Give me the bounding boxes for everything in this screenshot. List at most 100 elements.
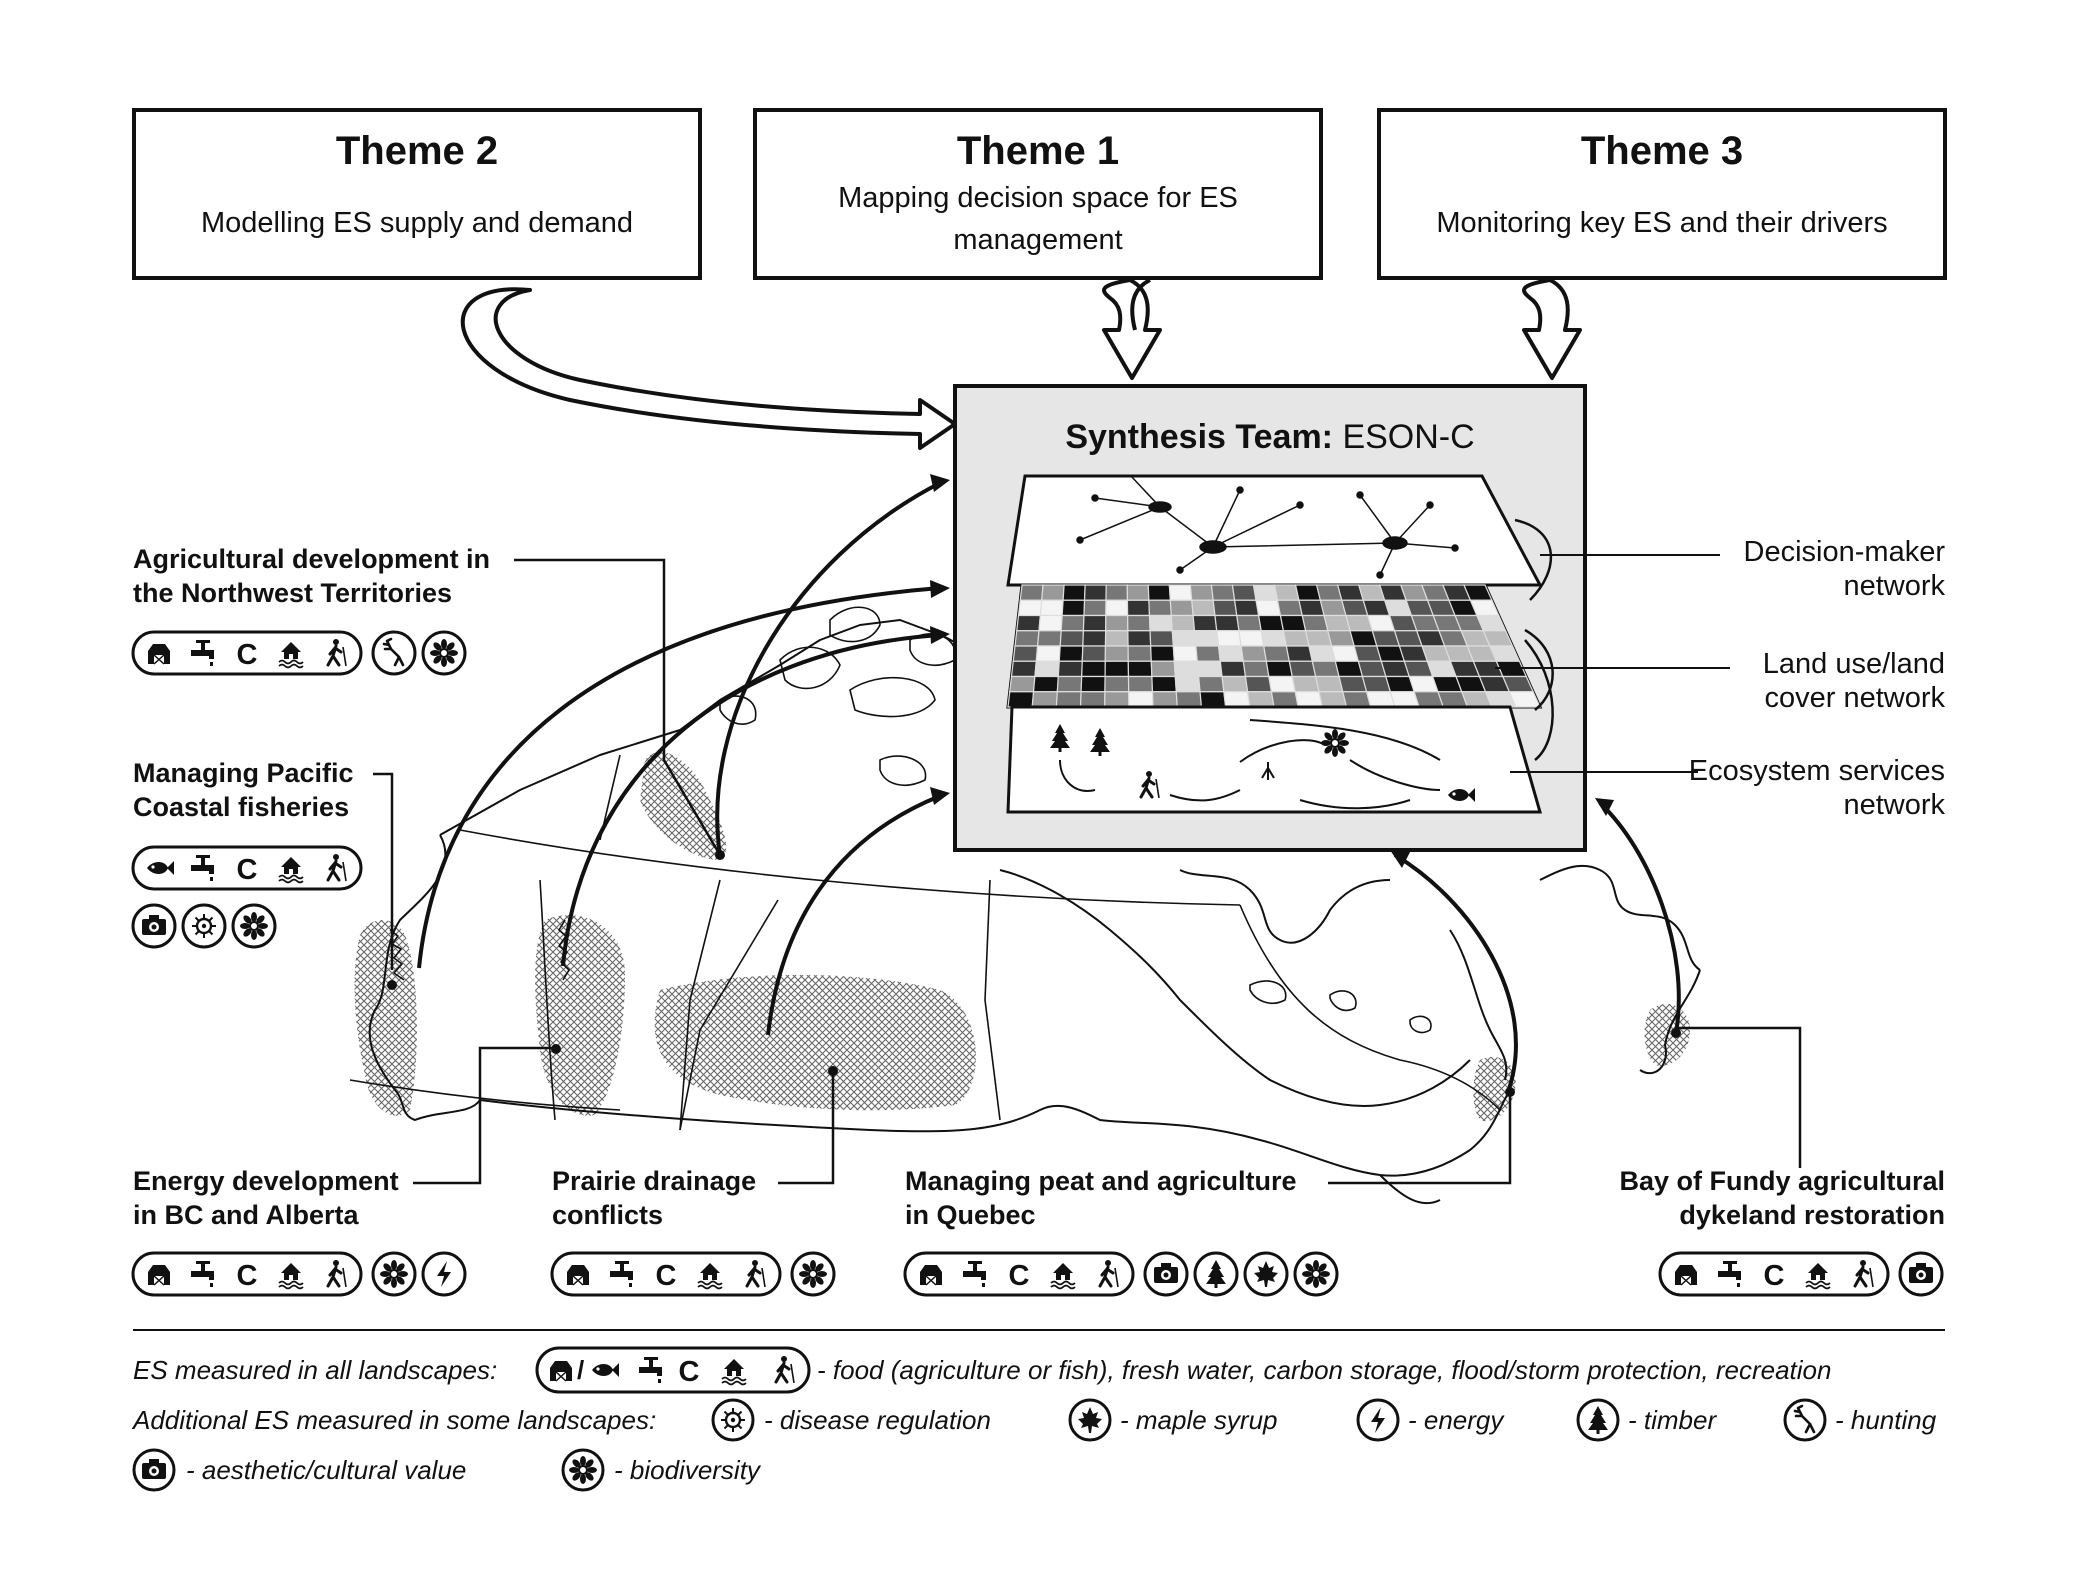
food-agriculture-icon (919, 1264, 943, 1286)
land-cover-cell (1031, 691, 1058, 708)
land-cover-cell (1244, 675, 1273, 693)
land-cover-cell (1128, 691, 1154, 708)
core-es-pill (131, 845, 363, 891)
land-cover-cell (1308, 645, 1337, 662)
theme-description: Mapping decision space for ES (838, 182, 1238, 214)
svg-text:Prairie drainage: Prairie drainage (552, 1166, 756, 1196)
land-cover-cell (1168, 584, 1193, 601)
land-cover-cell (1282, 630, 1310, 647)
food-agriculture-icon (566, 1264, 590, 1286)
land-cover-cell (1082, 614, 1107, 632)
food-agriculture-icon (147, 643, 171, 665)
carbon-storage-icon: C (656, 1260, 677, 1292)
carbon-storage-icon: C (1009, 1260, 1030, 1292)
land-cover-cell (1223, 691, 1251, 708)
disease-regulation-icon (719, 1406, 747, 1434)
land-cover-cell (1150, 660, 1176, 678)
land-cover-cell (1151, 691, 1178, 708)
land-cover-cell (1291, 675, 1320, 693)
land-cover-cell (1126, 599, 1151, 617)
core-es-pill (131, 1251, 363, 1297)
landscape-nwt: Agricultural development in the Northwes… (131, 544, 490, 676)
decision-maker-layer (1006, 474, 1543, 587)
svg-text:Coastal fisheries: Coastal fisheries (133, 792, 349, 822)
map-gridline (349, 1079, 621, 1111)
svg-text:in Quebec: in Quebec (905, 1200, 1036, 1230)
arrowheads (930, 474, 1614, 868)
svg-text:conflicts: conflicts (552, 1200, 663, 1230)
svg-text:Managing peat and agriculture: Managing peat and agriculture (905, 1166, 1297, 1196)
land-cover-cell (1127, 645, 1152, 662)
theme-description: Monitoring key ES and their drivers (1436, 207, 1887, 239)
land-cover-cell (1058, 645, 1084, 662)
land-cover-cell (1198, 675, 1225, 693)
carbon-storage-icon: C (237, 639, 258, 671)
land-cover-cell (1270, 691, 1299, 708)
land-cover-cell (1212, 599, 1238, 617)
land-cover-cell (1127, 614, 1151, 632)
land-cover-cell (1059, 630, 1085, 647)
land-cover-cell (1014, 630, 1040, 647)
crop-icon (1261, 762, 1275, 780)
legend-text: Additional ES measured in some landscape… (131, 1405, 656, 1435)
biodiversity-icon (568, 1455, 598, 1485)
land-cover-cell (1238, 630, 1265, 647)
legend: ES measured in all landscapes: / C - foo… (131, 1346, 1937, 1492)
land-cover-cell (1172, 645, 1198, 662)
land-cover-cell (1104, 691, 1130, 708)
land-cover-cell (1062, 584, 1086, 601)
province-border (679, 879, 721, 1131)
great-lakes (1249, 980, 1432, 1034)
land-cover-cell (1039, 599, 1064, 617)
biodiversity-icon (379, 1259, 409, 1289)
legend-text: ES measured in all landscapes: (133, 1355, 497, 1385)
legend-text: - aesthetic/cultural value (186, 1455, 466, 1485)
svg-text:/: / (577, 1355, 584, 1385)
land-cover-cell (1127, 660, 1153, 678)
legend-text: - disease regulation (764, 1405, 991, 1435)
land-cover-cell (1081, 660, 1106, 678)
theme-title: Theme 2 (336, 129, 498, 173)
land-cover-cell (1276, 599, 1304, 617)
land-cover-cell (1016, 614, 1041, 632)
theme-2-box: Theme 2 Modelling ES supply and demand (132, 108, 702, 280)
land-cover-cell (1010, 660, 1037, 678)
province-border (679, 899, 779, 1131)
land-cover-cell (1105, 584, 1129, 601)
land-cover-cell (1311, 660, 1340, 678)
theme-description: management (953, 224, 1122, 256)
land-cover-cell (1012, 645, 1039, 662)
land-cover-cell (1083, 599, 1107, 617)
land-cover-cell (1285, 645, 1314, 662)
theme-arrows (460, 278, 1582, 450)
carbon-storage-icon: C (237, 1260, 258, 1292)
bee-icon (1320, 728, 1350, 758)
land-cover-cell (1192, 614, 1218, 632)
theme-3-arrow (1522, 278, 1582, 380)
core-es-pill (550, 1251, 782, 1297)
legend-text: - food (agriculture or fish), fresh wate… (817, 1355, 1831, 1385)
legend-core-icons: / C (535, 1346, 811, 1394)
landscape-prairie: Prairie drainage conflicts C (550, 1166, 836, 1297)
land-cover-cell (1127, 675, 1154, 693)
land-cover-cell (1288, 660, 1317, 678)
land-cover-cell (1279, 614, 1307, 632)
synthesis-title: Synthesis Team: ESON-C (1065, 418, 1474, 456)
legend-text: - maple syrup (1120, 1405, 1278, 1435)
disease-regulation-icon (190, 912, 218, 940)
network-label: Ecosystem services (1689, 755, 1945, 787)
svg-text:the Northwest Territories: the Northwest Territories (133, 578, 452, 608)
land-cover-cell (1104, 660, 1130, 678)
legend-text: - energy (1408, 1405, 1505, 1435)
land-cover-cell (1193, 630, 1220, 647)
network-label: network (1843, 570, 1945, 602)
svg-text:C: C (679, 1356, 700, 1388)
land-cover-cell (1257, 614, 1285, 632)
theme-description: Modelling ES supply and demand (201, 207, 633, 239)
land-cover-cell (1019, 584, 1044, 601)
land-cover-cell (1314, 675, 1344, 693)
core-es-pill (131, 630, 363, 676)
land-cover-cell (1260, 630, 1288, 647)
theme-title: Theme 1 (957, 129, 1119, 173)
